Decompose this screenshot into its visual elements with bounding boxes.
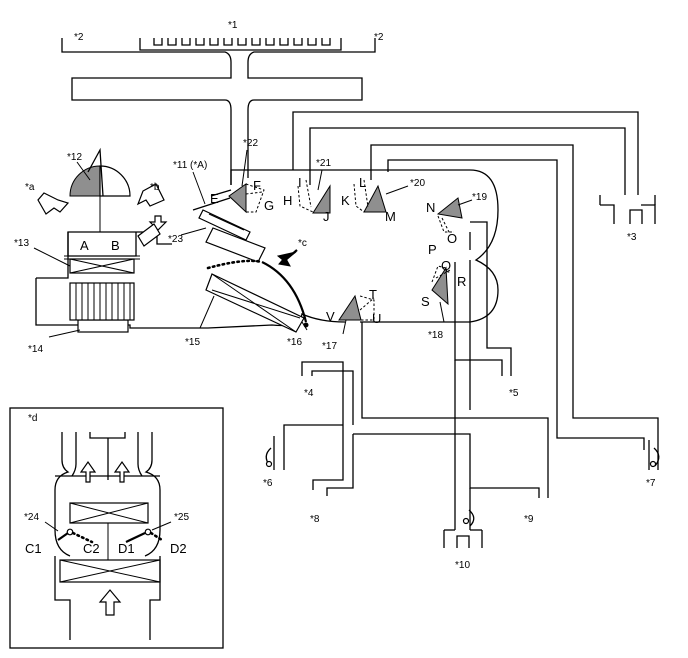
callout-labels: *1 *2 *2 *3 *4 *5 *6 *7 *8 *9 *10 *11 (*… xyxy=(14,20,656,571)
callout-22: *22 xyxy=(243,138,258,149)
letter-S: S xyxy=(421,294,430,309)
callout-1: *1 xyxy=(228,20,238,31)
damper-18 xyxy=(431,266,449,306)
callout-4: *4 xyxy=(304,388,314,399)
callout-16: *16 xyxy=(287,337,302,348)
callout-5: *5 xyxy=(509,388,519,399)
damper-17 xyxy=(338,294,362,321)
callout-c: *c xyxy=(298,238,307,249)
callout-3: *3 xyxy=(627,232,637,243)
letter-O: O xyxy=(447,231,457,246)
letter-C1: C1 xyxy=(25,541,42,556)
letter-N: N xyxy=(426,200,435,215)
letter-K: K xyxy=(341,193,350,208)
letter-J: J xyxy=(323,209,330,224)
callout-2-left: *2 xyxy=(74,32,84,43)
letter-E: E xyxy=(210,191,219,206)
defroster-duct xyxy=(61,38,376,185)
callout-2-right: *2 xyxy=(374,32,384,43)
face-ducts xyxy=(292,111,659,450)
letter-C2: C2 xyxy=(83,541,100,556)
callout-14: *14 xyxy=(28,344,43,355)
letter-L: L xyxy=(359,175,366,190)
callout-24: *24 xyxy=(24,512,39,523)
callout-25: *25 xyxy=(174,512,189,523)
callout-17: *17 xyxy=(322,341,337,352)
blower-fan xyxy=(69,282,135,321)
damper-19 xyxy=(436,197,463,219)
inset-detail xyxy=(9,407,224,649)
damper-22 xyxy=(228,183,247,214)
letter-M: M xyxy=(385,209,396,224)
callout-10: *10 xyxy=(455,560,470,571)
letter-Q: Q xyxy=(441,258,451,273)
damper-20 xyxy=(363,184,387,213)
callout-6: *6 xyxy=(263,478,273,489)
letter-B: B xyxy=(111,238,120,253)
letter-D1: D1 xyxy=(118,541,135,556)
callout-20: *20 xyxy=(410,178,425,189)
damper-21 xyxy=(312,184,331,214)
letter-P: P xyxy=(428,242,437,257)
lower-ducts xyxy=(283,221,549,452)
blower-assembly xyxy=(37,147,168,333)
callout-15: *15 xyxy=(185,337,200,348)
cores xyxy=(198,209,309,333)
callout-12: *12 xyxy=(67,152,82,163)
callout-a: *a xyxy=(25,182,35,193)
callout-18: *18 xyxy=(428,330,443,341)
callout-b: *b xyxy=(150,182,160,193)
letter-V: V xyxy=(326,309,335,324)
letter-G: G xyxy=(264,198,274,213)
leader-lines xyxy=(33,149,473,532)
callout-11: *11 (*A) xyxy=(173,160,207,171)
letter-R: R xyxy=(457,274,466,289)
letter-A: A xyxy=(80,238,89,253)
letter-U: U xyxy=(372,311,381,326)
letter-D2: D2 xyxy=(170,541,187,556)
callout-9: *9 xyxy=(524,514,534,525)
callout-8: *8 xyxy=(310,514,320,525)
letter-I: I xyxy=(298,175,302,190)
callout-23: *23 xyxy=(168,234,183,245)
callout-d: *d xyxy=(28,413,37,424)
callout-7: *7 xyxy=(646,478,656,489)
letter-H: H xyxy=(283,193,292,208)
letter-F: F xyxy=(253,178,261,193)
position-letters: A B E F G H I J K L M N O P Q R S T U V … xyxy=(25,175,466,556)
foot-outlets xyxy=(265,420,660,548)
callout-13: *13 xyxy=(14,238,29,249)
callout-19: *19 xyxy=(472,192,487,203)
letter-T: T xyxy=(369,287,377,302)
dampers xyxy=(228,179,463,321)
callout-21: *21 xyxy=(316,158,331,169)
